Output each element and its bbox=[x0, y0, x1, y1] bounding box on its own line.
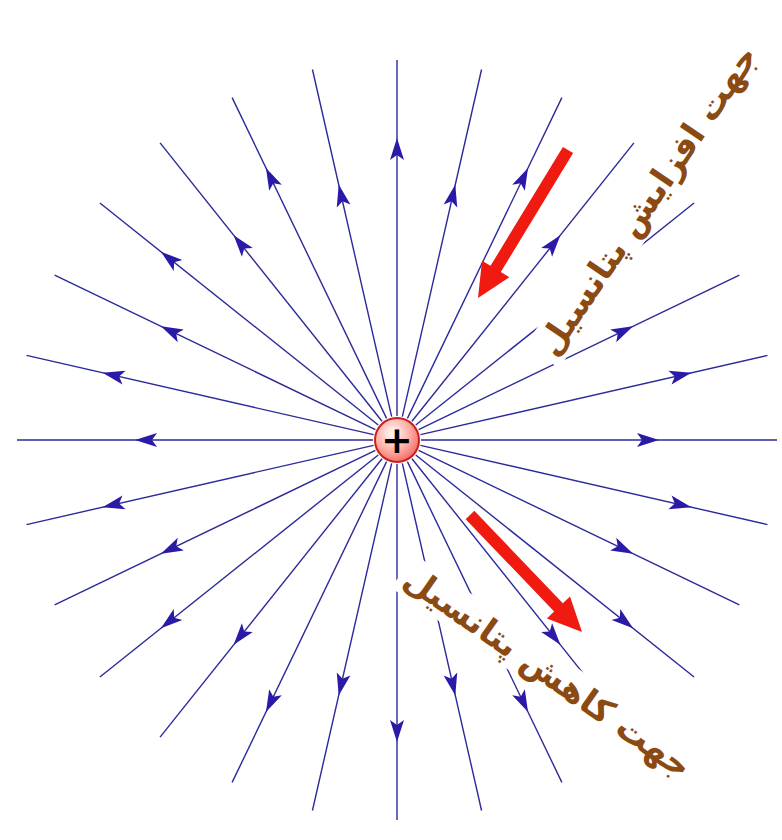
field-line bbox=[55, 450, 376, 604]
field-line bbox=[396, 60, 397, 416]
field-arrowhead bbox=[135, 433, 157, 447]
field-arrowhead bbox=[541, 231, 566, 257]
field-arrowhead bbox=[512, 689, 534, 715]
field-line bbox=[17, 439, 373, 440]
field-arrowhead bbox=[260, 165, 282, 191]
field-arrowhead bbox=[612, 609, 638, 634]
field-line bbox=[100, 455, 378, 677]
field-arrowhead bbox=[157, 609, 183, 634]
field-line bbox=[312, 463, 391, 810]
field-arrowhead bbox=[390, 138, 404, 160]
field-arrowhead bbox=[332, 672, 351, 697]
field-arrowhead bbox=[668, 495, 693, 514]
field-arrowhead bbox=[332, 183, 351, 208]
field-line bbox=[160, 143, 382, 421]
field-line bbox=[27, 445, 374, 524]
field-arrowhead bbox=[444, 672, 463, 697]
field-line bbox=[402, 70, 481, 417]
field-arrowhead bbox=[444, 183, 463, 208]
field-line bbox=[232, 98, 386, 419]
field-arrowhead bbox=[101, 495, 126, 514]
field-arrowhead bbox=[637, 433, 659, 447]
field-arrowhead bbox=[158, 320, 184, 342]
field-line bbox=[421, 439, 777, 440]
field-arrowhead bbox=[260, 689, 282, 715]
field-arrowhead bbox=[158, 538, 184, 560]
charge-circle: + bbox=[374, 417, 420, 463]
field-arrowhead bbox=[157, 246, 183, 271]
potential-direction-label: جهت افزایش پتانسیل bbox=[526, 32, 771, 368]
field-arrowhead bbox=[101, 366, 126, 385]
field-line bbox=[312, 70, 391, 417]
field-arrowhead bbox=[610, 320, 636, 342]
field-arrowhead bbox=[228, 231, 253, 257]
red-arrow-shape bbox=[464, 142, 581, 307]
field-line bbox=[396, 464, 397, 820]
field-arrowhead bbox=[228, 623, 253, 649]
field-arrowhead bbox=[668, 366, 693, 385]
red-direction-arrow bbox=[464, 142, 581, 307]
field-line bbox=[27, 355, 374, 434]
field-arrowhead bbox=[512, 165, 534, 191]
field-line bbox=[420, 355, 767, 434]
field-arrowhead bbox=[610, 538, 636, 560]
charge-sign: + bbox=[381, 421, 413, 459]
field-arrowhead bbox=[390, 720, 404, 742]
